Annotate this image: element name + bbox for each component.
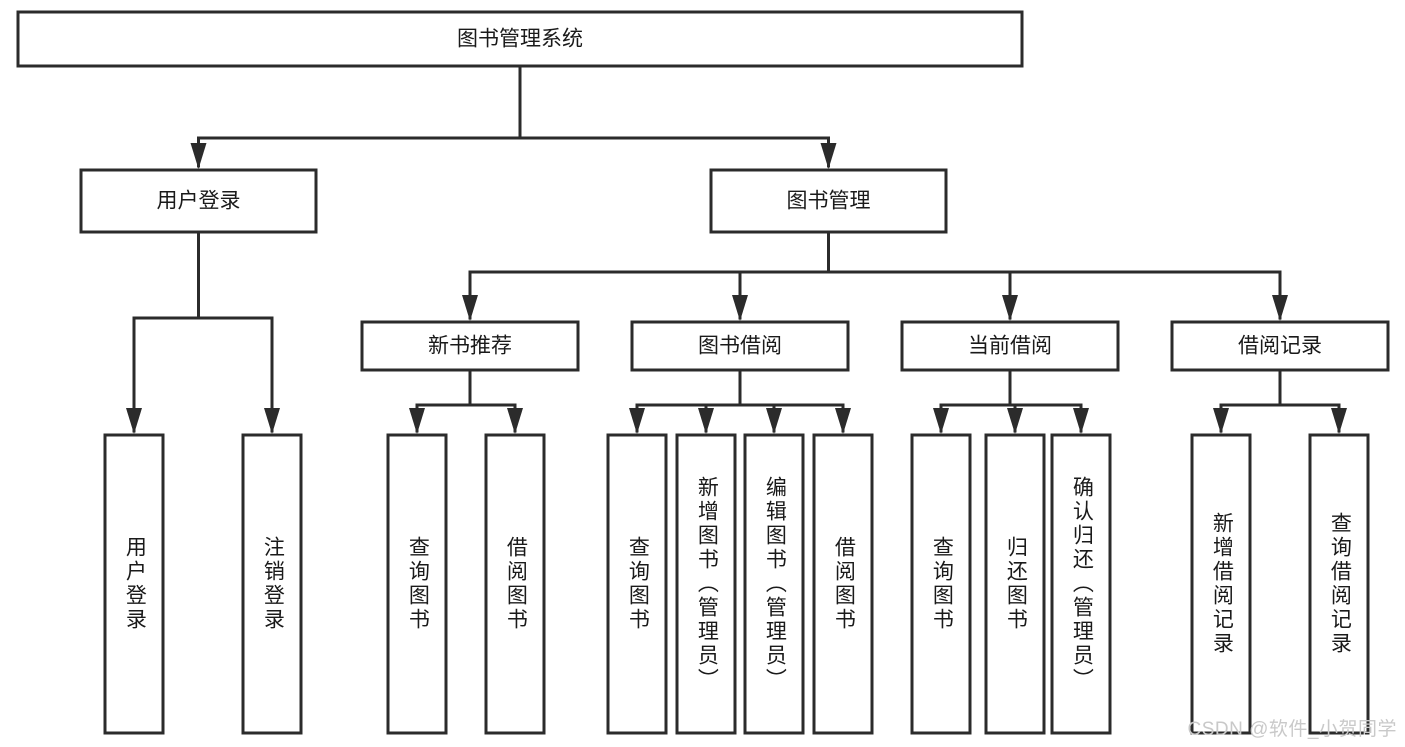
arrow-head-icon — [629, 408, 645, 434]
leaf-用户登录[interactable] — [103, 433, 165, 735]
node-用户登录[interactable] — [79, 168, 318, 234]
leaf-归还图书[interactable] — [984, 433, 1046, 735]
arrow-head-icon — [264, 408, 280, 434]
leaf-新增借阅记录[interactable] — [1190, 433, 1252, 735]
node-用户登录-label: 用户登录 — [157, 190, 241, 213]
arrow-head-icon — [766, 408, 782, 434]
node-当前借阅-label: 当前借阅 — [968, 335, 1052, 358]
arrow-head-icon — [462, 295, 478, 321]
arrow-head-icon — [190, 143, 207, 169]
arrow-head-icon — [835, 408, 851, 434]
arrow-head-icon — [1213, 408, 1229, 434]
arrow-head-icon — [1007, 408, 1023, 434]
leaf-编辑图书管理员[interactable] — [743, 433, 805, 735]
arrow-head-icon — [820, 143, 837, 169]
leaf-注销登录[interactable] — [241, 433, 303, 735]
node-图书管理[interactable] — [709, 168, 948, 234]
arrow-head-icon — [732, 295, 748, 321]
leaf-查询图书[interactable] — [910, 433, 972, 735]
node-root[interactable] — [16, 10, 1024, 68]
node-借阅记录[interactable] — [1170, 320, 1390, 372]
arrow-head-icon — [933, 408, 949, 434]
leaf-确认归还管理员[interactable] — [1050, 433, 1112, 735]
leaf-查询图书[interactable] — [386, 433, 448, 735]
arrow-head-icon — [1073, 408, 1089, 434]
arrow-head-icon — [1272, 295, 1288, 321]
arrow-head-icon — [1002, 295, 1018, 321]
leaf-查询图书[interactable] — [606, 433, 668, 735]
arrow-head-icon — [1331, 408, 1347, 434]
watermark-text: CSDN @软件_小贺同学 — [1187, 719, 1397, 740]
node-新书推荐[interactable] — [360, 320, 580, 372]
leaf-借阅图书[interactable] — [484, 433, 546, 735]
node-图书借阅-label: 图书借阅 — [698, 335, 782, 358]
leaf-新增图书管理员[interactable] — [675, 433, 737, 735]
leaf-借阅图书[interactable] — [812, 433, 874, 735]
node-root-label: 图书管理系统 — [457, 28, 583, 51]
arrow-head-icon — [126, 408, 142, 434]
arrow-head-icon — [698, 408, 714, 434]
node-新书推荐-label: 新书推荐 — [428, 335, 512, 358]
node-当前借阅[interactable] — [900, 320, 1120, 372]
node-图书管理-label: 图书管理 — [787, 190, 871, 213]
leaf-查询借阅记录[interactable] — [1308, 433, 1370, 735]
arrow-head-icon — [507, 408, 523, 434]
edges-layer — [126, 64, 1347, 434]
arrow-head-icon — [409, 408, 425, 434]
node-图书借阅[interactable] — [630, 320, 850, 372]
node-借阅记录-label: 借阅记录 — [1238, 335, 1322, 358]
